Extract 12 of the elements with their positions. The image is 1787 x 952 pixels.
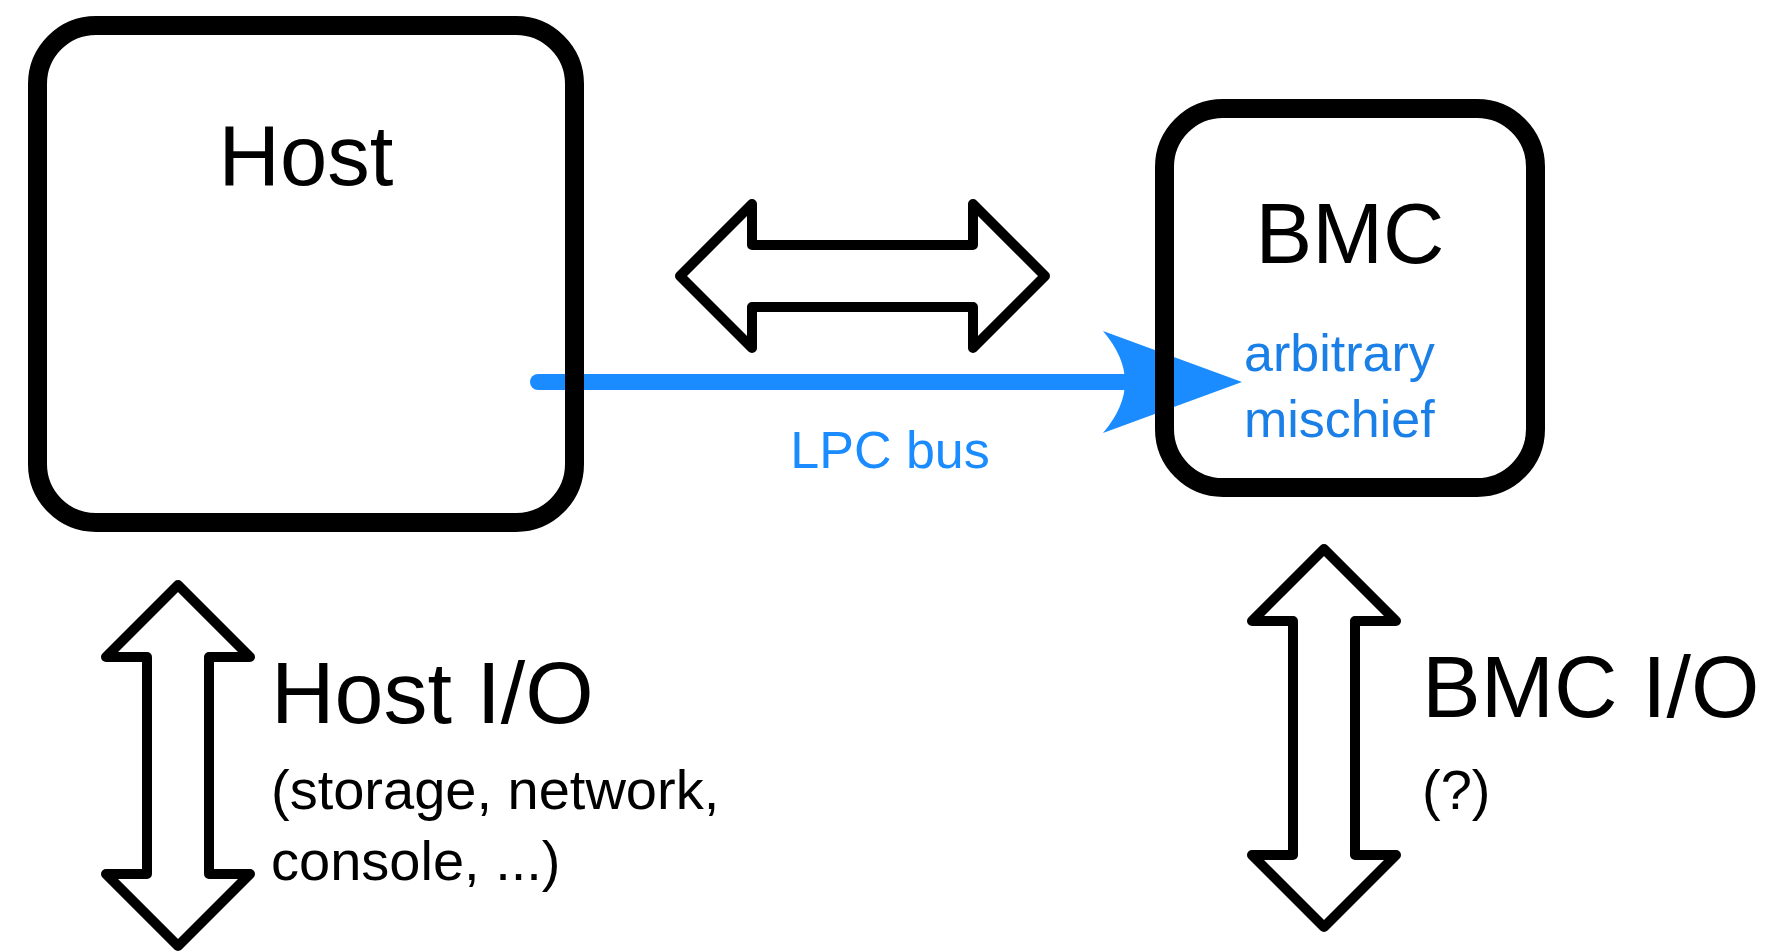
box-title: Host bbox=[217, 113, 395, 198]
rounded-box bbox=[28, 16, 584, 532]
box-note: arbitrary mischief bbox=[1244, 323, 1436, 450]
double-arrow bbox=[675, 199, 1050, 353]
io-heading: BMC I/O bbox=[1422, 643, 1760, 731]
io-heading: Host I/O bbox=[271, 649, 594, 737]
io-note: (?) bbox=[1422, 757, 1491, 823]
io-note: (storage, network, console, ...) bbox=[271, 757, 721, 894]
double-arrow bbox=[1247, 544, 1401, 932]
double-arrow bbox=[101, 580, 255, 951]
rounded-box bbox=[1155, 99, 1545, 497]
box-title: BMC bbox=[1254, 191, 1446, 276]
